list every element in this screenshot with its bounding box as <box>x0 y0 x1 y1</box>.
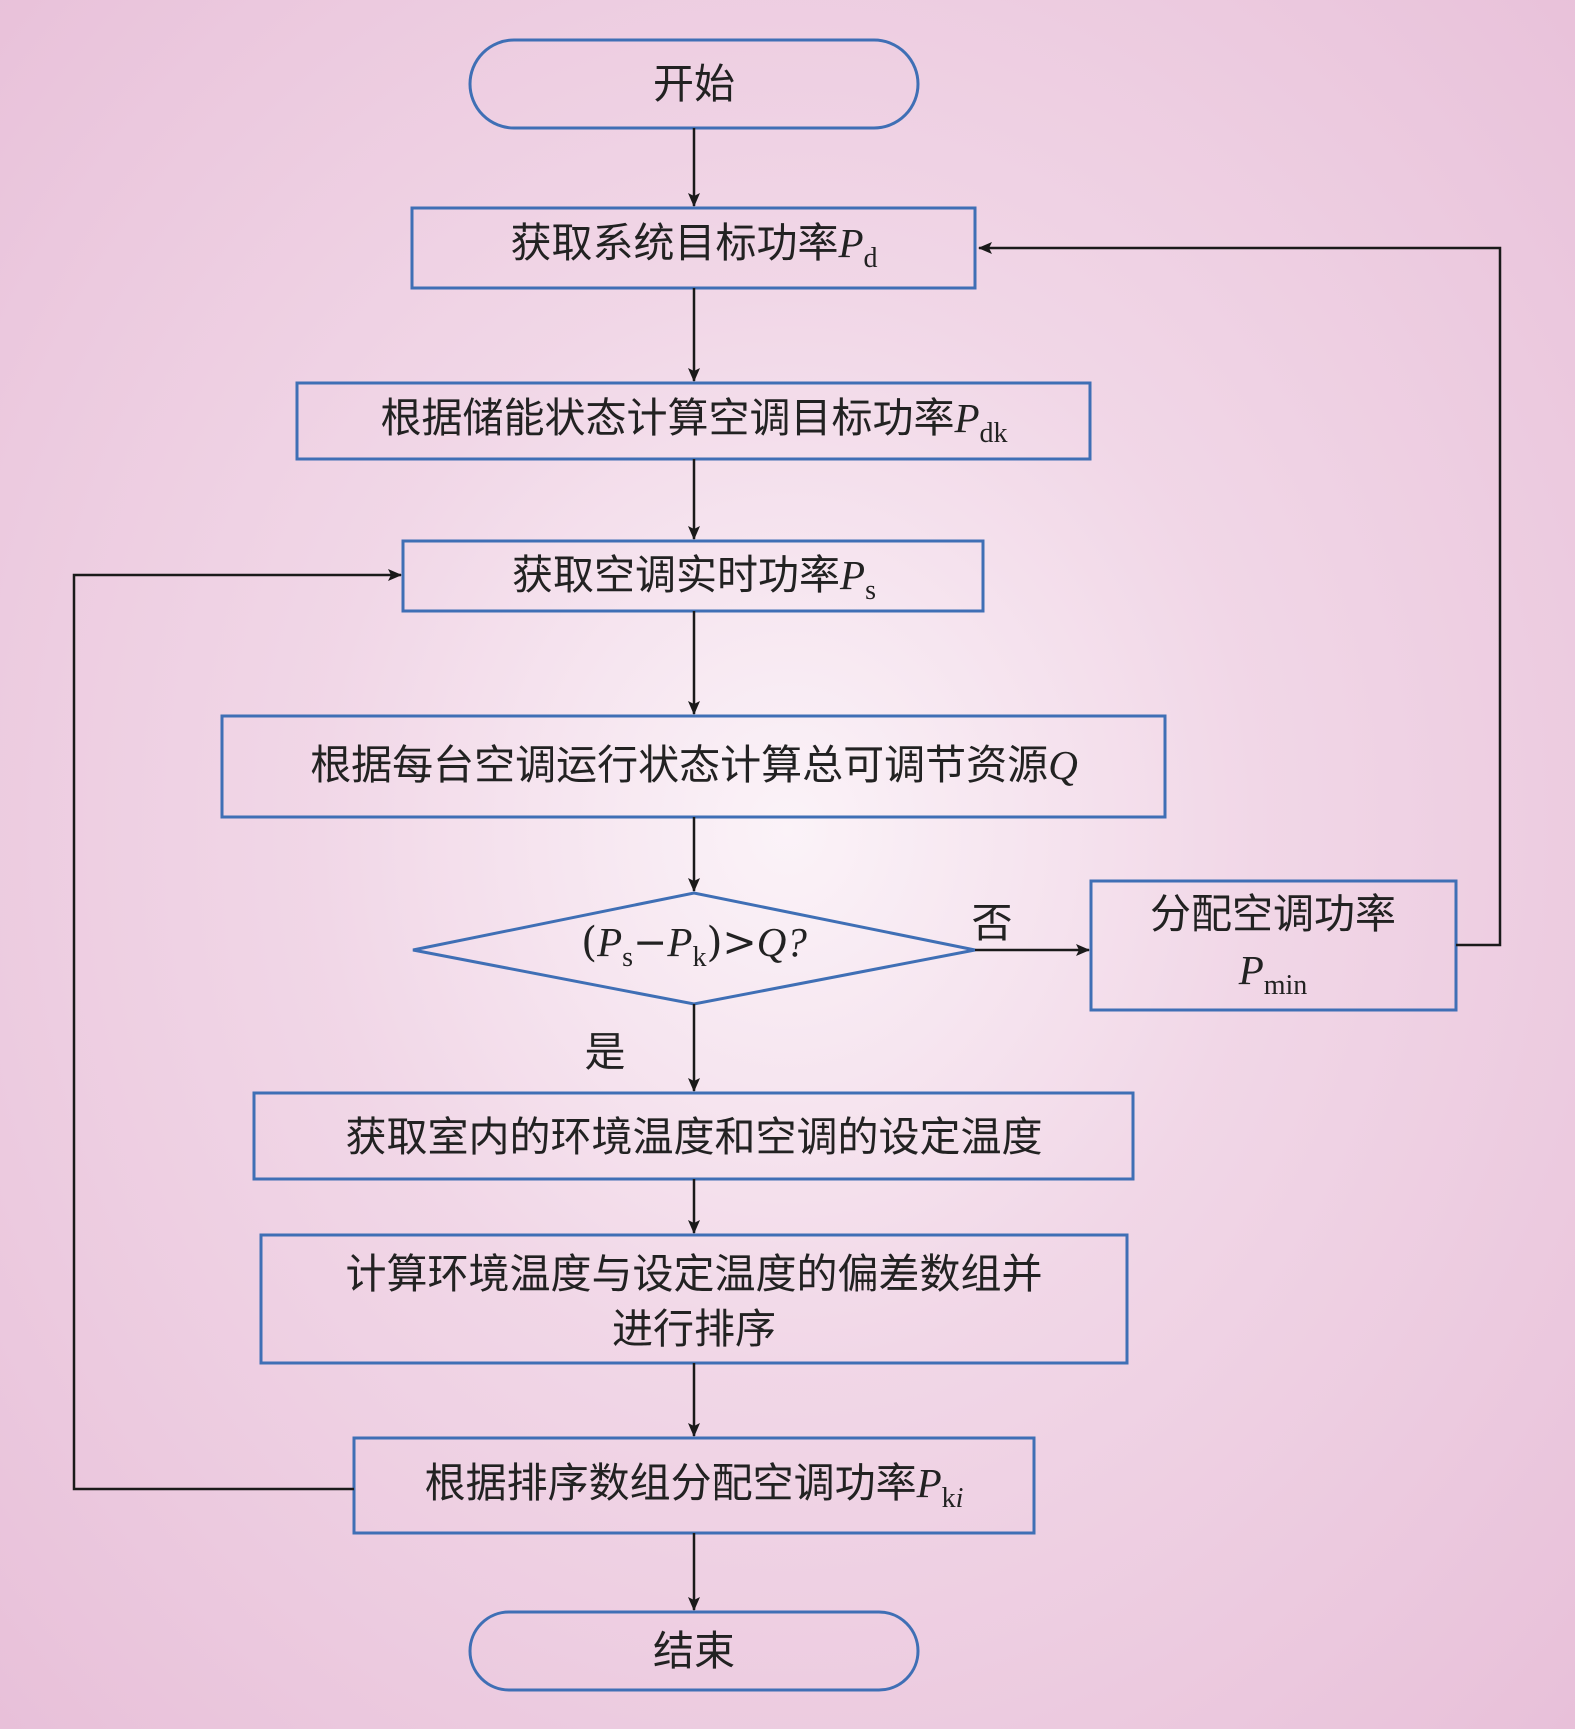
allocate-min-label-line2: Pmin <box>1238 947 1308 1001</box>
end-label: 结束 <box>653 1627 735 1675</box>
edge-label-no: 否 <box>972 899 1013 947</box>
compute-resource-label: 根据每台空调运行状态计算总可调节资源Q <box>310 741 1078 789</box>
get-realtime-power-label: 获取空调实时功率Ps <box>512 551 876 606</box>
get-temperatures-label: 获取室内的环境温度和空调的设定温度 <box>346 1113 1043 1161</box>
edge-label-yes: 是 <box>585 1028 626 1076</box>
end-terminal <box>468 1610 920 1692</box>
start-label: 开始 <box>653 60 735 108</box>
loop-back-to-target <box>978 242 1502 947</box>
allocate-min-label-line1: 分配空调功率 <box>1150 890 1396 938</box>
compute-ac-target-label: 根据储能状态计算空调目标功率Pdk <box>380 394 1007 449</box>
decision-label: (Ps−Pk)>Q? <box>581 918 807 973</box>
compute-deviation-label-line1: 计算环境温度与设定温度的偏差数组并 <box>346 1250 1043 1298</box>
allocate-sorted-label: 根据排序数组分配空调功率Pki <box>425 1459 964 1514</box>
get-target-power-label: 获取系统目标功率Pd <box>510 219 877 274</box>
compute-deviation-label-line2: 进行排序 <box>612 1305 776 1353</box>
loop-back-to-realtime <box>72 569 402 1491</box>
